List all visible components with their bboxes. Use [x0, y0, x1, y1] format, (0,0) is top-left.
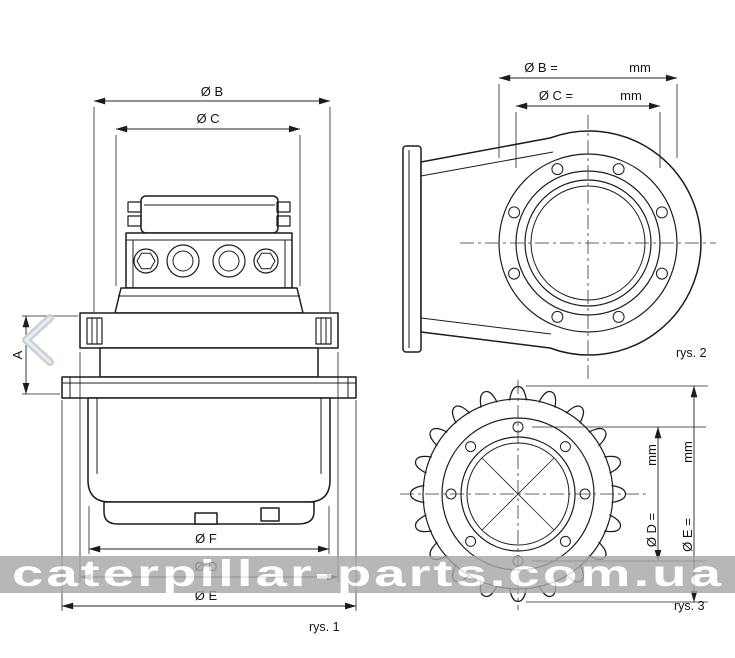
dim-label-b: Ø B — [201, 84, 223, 99]
dim-label-d-eq: Ø D = — [644, 513, 659, 547]
dim-label-a: A — [10, 350, 25, 359]
housing-neck — [99, 347, 319, 378]
prev-arrow-icon[interactable] — [22, 314, 54, 366]
drum-body — [87, 397, 331, 503]
fig1-caption: rys. 1 — [309, 620, 340, 634]
mounting-flange — [79, 312, 339, 349]
dim-label-f: Ø F — [195, 531, 217, 546]
dim-unit-b: mm — [629, 60, 651, 75]
final-drive-outline — [61, 195, 357, 525]
housing-side-outline — [402, 115, 716, 380]
dim-unit-d: mm — [644, 444, 659, 466]
watermark: caterpillar-parts.com.ua — [0, 553, 735, 594]
figure-2-side-view: Ø B = mm Ø C = mm rys. 2 — [402, 60, 716, 380]
sprocket-flange — [61, 376, 357, 399]
housing-step — [114, 287, 304, 314]
dim-label-c-eq: Ø C = — [539, 88, 573, 103]
fig3-dimensions: mm Ø D = mm Ø E = — [526, 385, 708, 603]
fig3-caption: rys. 3 — [674, 599, 705, 613]
figure-1-front-view: Ø B Ø C A Ø F Ø D Ø E — [10, 84, 357, 634]
dim-unit-e: mm — [680, 441, 695, 463]
side-flange — [402, 145, 422, 353]
bottom-plug-right — [260, 507, 280, 522]
valve-block — [125, 232, 293, 289]
fig2-dimensions: Ø B = mm Ø C = mm — [498, 60, 678, 168]
port-right — [212, 244, 246, 278]
dim-unit-c: mm — [620, 88, 642, 103]
hex-plug-left — [133, 248, 159, 274]
dim-label-e-eq: Ø E = — [680, 518, 695, 552]
watermark-text: caterpillar-parts.com.ua — [12, 553, 724, 594]
bottom-plug-left — [194, 512, 218, 525]
watermark-band — [0, 556, 735, 593]
bolt-holes-side-view — [508, 163, 668, 323]
dim-label-c: Ø C — [196, 111, 219, 126]
motor-cap — [140, 195, 279, 234]
fig2-caption: rys. 2 — [676, 346, 707, 360]
dim-label-b-eq: Ø B = — [524, 60, 558, 75]
port-left — [166, 244, 200, 278]
hex-plug-right — [253, 248, 279, 274]
